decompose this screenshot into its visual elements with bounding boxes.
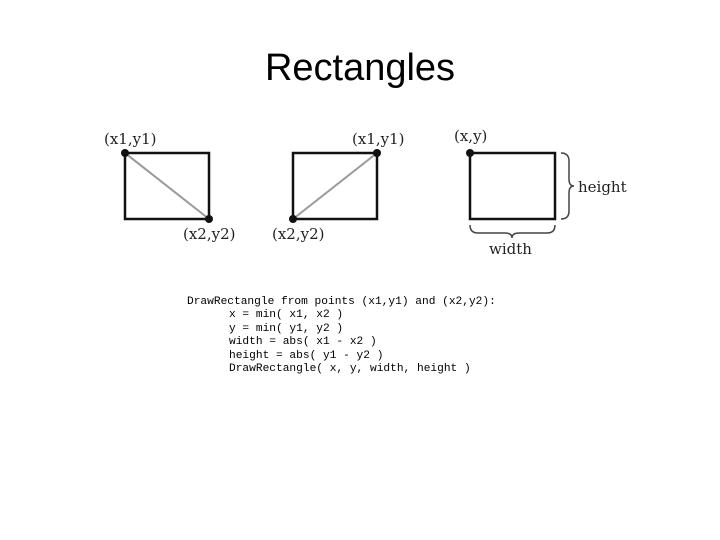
diagonal-line bbox=[292, 152, 378, 220]
label-x2y2: (x2,y2) bbox=[272, 225, 325, 243]
point-xy bbox=[466, 149, 474, 157]
label-x1y1: (x1,y1) bbox=[104, 130, 157, 148]
rectangle-outline bbox=[468, 151, 557, 221]
label-xy: (x,y) bbox=[454, 127, 487, 145]
code-line: DrawRectangle( x, y, width, height ) bbox=[229, 363, 471, 376]
rectangle-outline bbox=[123, 151, 211, 221]
label-x2y2: (x2,y2) bbox=[183, 225, 236, 243]
code-line: y = min( y1, y2 ) bbox=[229, 322, 344, 335]
slide-title: Rectangles bbox=[264, 47, 456, 89]
code-line: DrawRectangle from points (x1,y1) and (x… bbox=[187, 296, 496, 308]
code-line: width = abs( x1 - x2 ) bbox=[229, 336, 377, 349]
pseudocode-block: DrawRectangle from points (x1,y1) and (x… bbox=[187, 296, 496, 376]
point-x1y1 bbox=[373, 149, 381, 157]
label-width: width bbox=[489, 240, 532, 258]
width-brace-icon bbox=[469, 224, 556, 239]
label-x1y1: (x1,y1) bbox=[352, 130, 405, 148]
height-brace-icon bbox=[560, 152, 575, 220]
rectangle-outline bbox=[291, 151, 379, 221]
diagram-xy-width-height: (x,y) height width bbox=[454, 127, 627, 258]
code-line: height = abs( y1 - y2 ) bbox=[229, 349, 384, 362]
diagram-topleft-to-bottomright: (x1,y1) (x2,y2) bbox=[104, 130, 236, 243]
label-height: height bbox=[578, 178, 627, 196]
diagonal-line bbox=[124, 152, 210, 220]
point-x1y1 bbox=[121, 149, 129, 157]
code-line: x = min( x1, x2 ) bbox=[229, 309, 344, 322]
point-x2y2 bbox=[205, 215, 213, 223]
point-x2y2 bbox=[289, 215, 297, 223]
diagram-bottomleft-to-topright: (x1,y1) (x2,y2) bbox=[272, 130, 405, 243]
